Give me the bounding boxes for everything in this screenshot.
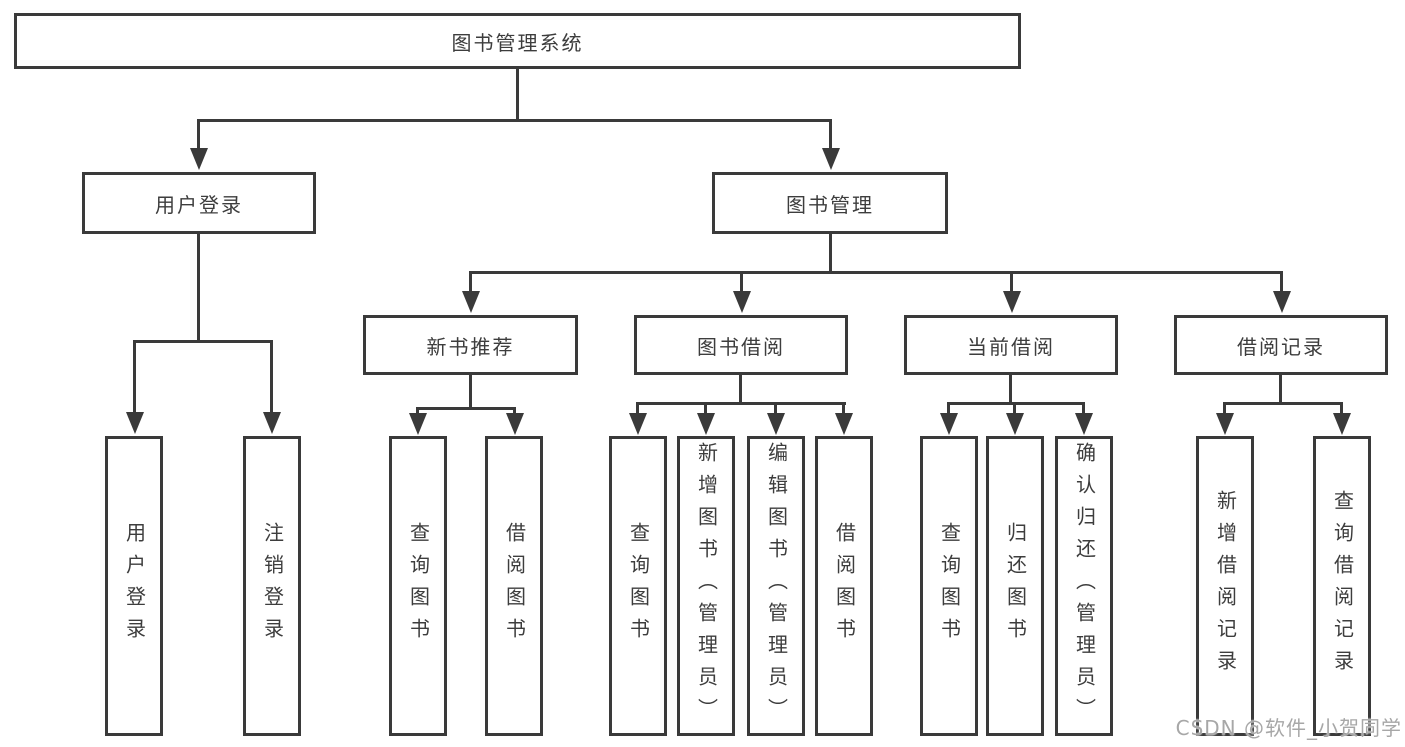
node-root-label: 图书管理系统 (451, 30, 584, 55)
leaf-recommend-borrow-book: 借阅图书 (485, 436, 543, 736)
arrow-down-icon (1273, 291, 1291, 313)
connector-line (133, 340, 273, 343)
connector-line (1280, 271, 1283, 292)
arrow-down-icon (190, 148, 208, 170)
arrow-down-icon (1216, 413, 1234, 435)
arrow-down-icon (263, 412, 281, 434)
connector-line (1013, 402, 1016, 414)
leaf-add-borrow-record: 新增借阅记录 (1196, 436, 1254, 736)
csdn-watermark: CSDN @软件_小贺同学 (1175, 716, 1402, 740)
leaf-add-book-admin: 新增图书（管理员） (677, 436, 735, 736)
leaf-edit-book-admin: 编辑图书（管理员） (747, 436, 805, 736)
arrow-down-icon (1075, 413, 1093, 435)
node-book-borrow-label: 图书借阅 (697, 334, 785, 359)
leaf-confirm-return-admin: 确认归还（管理员） (1055, 436, 1113, 736)
leaf-current-query-book-label: 查询图书 (937, 522, 962, 650)
connector-line (1082, 402, 1085, 414)
connector-line (636, 402, 846, 405)
node-current-borrow: 当前借阅 (904, 315, 1118, 375)
leaf-user-login: 用户登录 (105, 436, 163, 736)
connector-line (842, 402, 845, 414)
connector-line (516, 69, 519, 119)
connector-line (1223, 402, 1226, 414)
node-borrow-record: 借阅记录 (1174, 315, 1388, 375)
node-current-borrow-label: 当前借阅 (967, 334, 1055, 359)
leaf-logout-label: 注销登录 (260, 522, 285, 650)
arrow-down-icon (629, 413, 647, 435)
node-user-login: 用户登录 (82, 172, 316, 234)
leaf-recommend-borrow-book-label: 借阅图书 (502, 522, 527, 650)
leaf-confirm-return-admin-label: 确认归还（管理员） (1072, 442, 1097, 730)
connector-line (774, 402, 777, 414)
arrow-down-icon (835, 413, 853, 435)
node-new-book-recommend: 新书推荐 (363, 315, 578, 375)
leaf-user-login-label: 用户登录 (122, 522, 147, 650)
node-book-management: 图书管理 (712, 172, 948, 234)
leaf-logout: 注销登录 (243, 436, 301, 736)
arrow-down-icon (767, 413, 785, 435)
connector-line (416, 407, 419, 414)
node-book-management-label: 图书管理 (786, 192, 874, 217)
connector-line (704, 402, 707, 414)
arrow-down-icon (733, 291, 751, 313)
connector-line (469, 271, 472, 292)
node-new-book-recommend-label: 新书推荐 (426, 334, 515, 359)
leaf-query-borrow-record-label: 查询借阅记录 (1330, 490, 1355, 682)
arrow-down-icon (940, 413, 958, 435)
node-root: 图书管理系统 (14, 13, 1021, 69)
connector-line (636, 402, 639, 414)
leaf-borrow-query-book-label: 查询图书 (626, 522, 651, 650)
arrow-down-icon (1333, 413, 1351, 435)
connector-line (740, 271, 743, 292)
connector-line (197, 234, 200, 340)
leaf-return-book-label: 归还图书 (1003, 522, 1028, 650)
leaf-add-book-admin-label: 新增图书（管理员） (694, 442, 719, 730)
node-book-borrow: 图书借阅 (634, 315, 848, 375)
connector-line (270, 340, 273, 413)
connector-line (1340, 402, 1343, 414)
arrow-down-icon (822, 148, 840, 170)
leaf-query-borrow-record: 查询借阅记录 (1313, 436, 1371, 736)
connector-line (1009, 375, 1012, 402)
connector-line (469, 375, 472, 407)
connector-line (1223, 402, 1343, 405)
connector-line (197, 119, 832, 122)
leaf-borrow-book-label: 借阅图书 (832, 522, 857, 650)
node-borrow-record-label: 借阅记录 (1237, 334, 1325, 359)
arrow-down-icon (462, 291, 480, 313)
arrow-down-icon (697, 413, 715, 435)
connector-line (197, 119, 200, 150)
node-user-login-label: 用户登录 (155, 192, 243, 217)
leaf-current-query-book: 查询图书 (920, 436, 978, 736)
connector-line (513, 407, 516, 414)
connector-line (1279, 375, 1282, 402)
leaf-edit-book-admin-label: 编辑图书（管理员） (764, 442, 789, 730)
leaf-borrow-query-book: 查询图书 (609, 436, 667, 736)
connector-line (947, 402, 1085, 405)
connector-line (947, 402, 950, 414)
leaf-borrow-book: 借阅图书 (815, 436, 873, 736)
arrow-down-icon (1003, 291, 1021, 313)
leaf-add-borrow-record-label: 新增借阅记录 (1213, 490, 1238, 682)
arrow-down-icon (1006, 413, 1024, 435)
connector-line (469, 271, 1283, 274)
connector-line (133, 340, 136, 413)
leaf-return-book: 归还图书 (986, 436, 1044, 736)
leaf-recommend-query-book-label: 查询图书 (406, 522, 431, 650)
connector-line (829, 119, 832, 150)
leaf-recommend-query-book: 查询图书 (389, 436, 447, 736)
connector-line (416, 407, 516, 410)
arrow-down-icon (409, 413, 427, 435)
arrow-down-icon (506, 413, 524, 435)
connector-line (739, 375, 742, 402)
connector-line (829, 234, 832, 271)
connector-line (1010, 271, 1013, 292)
arrow-down-icon (126, 412, 144, 434)
